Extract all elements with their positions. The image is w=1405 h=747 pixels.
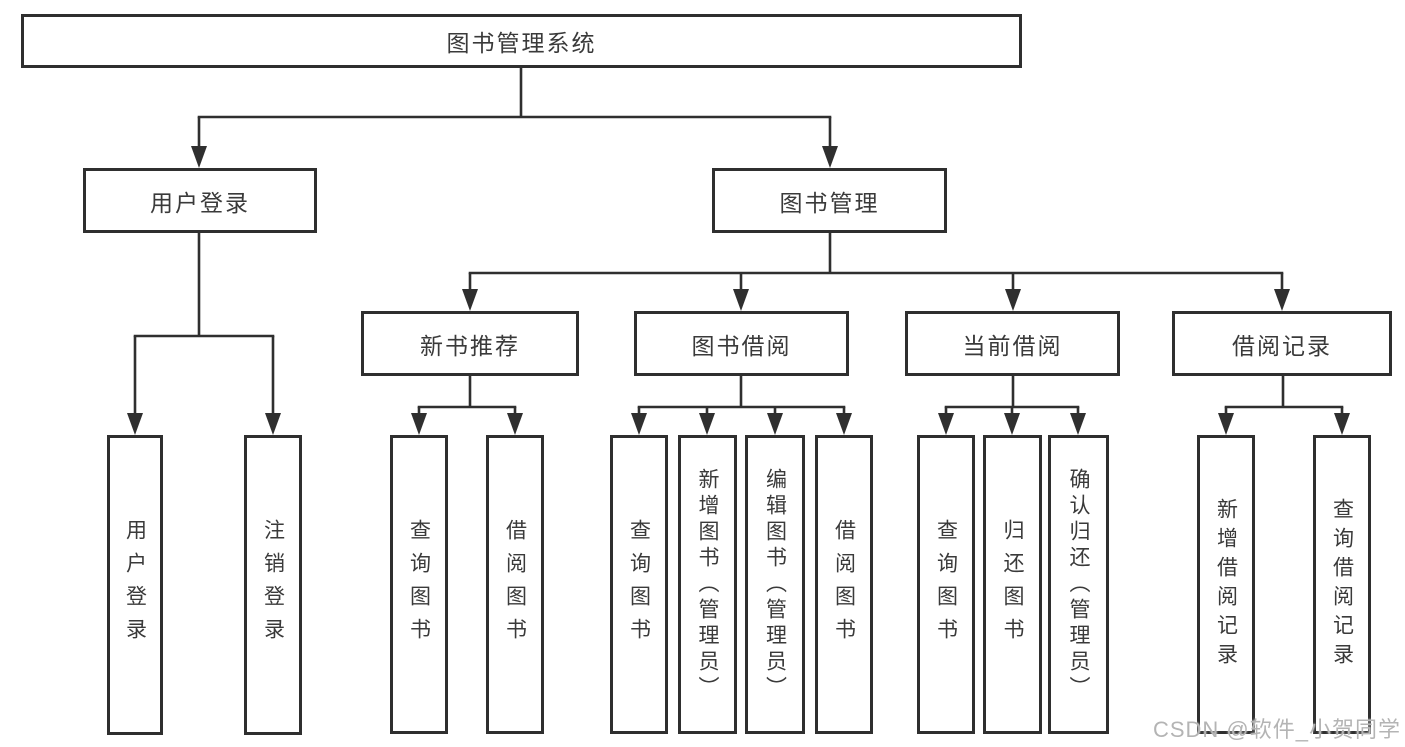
leaf-query-books-borrow: 查询图书: [610, 435, 668, 734]
node-label: 借阅图书: [832, 518, 856, 651]
node-label: 新增借阅记录: [1214, 497, 1238, 672]
node-label: 借阅图书: [503, 518, 527, 651]
node-label: 新书推荐: [420, 332, 520, 359]
node-label: 查询图书: [407, 518, 431, 651]
node-label: 编辑图书（管理员）: [763, 467, 787, 702]
node-label: 归还图书: [1001, 518, 1024, 651]
node-label: 注销登录: [261, 519, 285, 651]
leaf-confirm-return-admin: 确认归还（管理员）: [1048, 435, 1109, 734]
node-label: 当前借阅: [962, 332, 1063, 359]
node-label: 确认归还（管理员）: [1067, 467, 1090, 702]
node-label: 查询图书: [627, 518, 651, 651]
node-root-system: 图书管理系统: [21, 14, 1022, 68]
leaf-logout: 注销登录: [244, 435, 302, 735]
node-label: 借阅记录: [1232, 332, 1332, 359]
node-label: 图书管理系统: [446, 30, 597, 56]
csdn-watermark: CSDN @软件_小贺同学: [1152, 717, 1401, 742]
node-label: 查询图书: [934, 518, 958, 651]
leaf-borrow-books: 借阅图书: [815, 435, 873, 734]
leaf-edit-books-admin: 编辑图书（管理员）: [745, 435, 805, 734]
leaf-user-login: 用户登录: [107, 435, 163, 735]
leaf-query-books-recommend: 查询图书: [390, 435, 448, 734]
node-borrow-records: 借阅记录: [1172, 311, 1392, 376]
node-current-borrow: 当前借阅: [905, 311, 1120, 376]
node-label: 图书借阅: [691, 332, 792, 359]
leaf-add-books-admin: 新增图书（管理员）: [678, 435, 737, 734]
leaf-add-borrow-record: 新增借阅记录: [1197, 435, 1255, 734]
node-label: 图书管理: [779, 189, 880, 216]
node-label: 用户登录: [123, 519, 147, 651]
node-label: 新增图书（管理员）: [696, 467, 719, 702]
leaf-return-books: 归还图书: [983, 435, 1042, 734]
node-new-book-recommend: 新书推荐: [361, 311, 579, 376]
node-label: 查询借阅记录: [1330, 497, 1354, 672]
node-label: 用户登录: [150, 189, 250, 216]
leaf-query-books-current: 查询图书: [917, 435, 975, 734]
node-book-management: 图书管理: [712, 168, 947, 233]
node-user-login-branch: 用户登录: [83, 168, 317, 233]
leaf-query-borrow-record: 查询借阅记录: [1313, 435, 1371, 734]
leaf-borrow-books-recommend: 借阅图书: [486, 435, 544, 734]
node-book-borrow: 图书借阅: [634, 311, 849, 376]
